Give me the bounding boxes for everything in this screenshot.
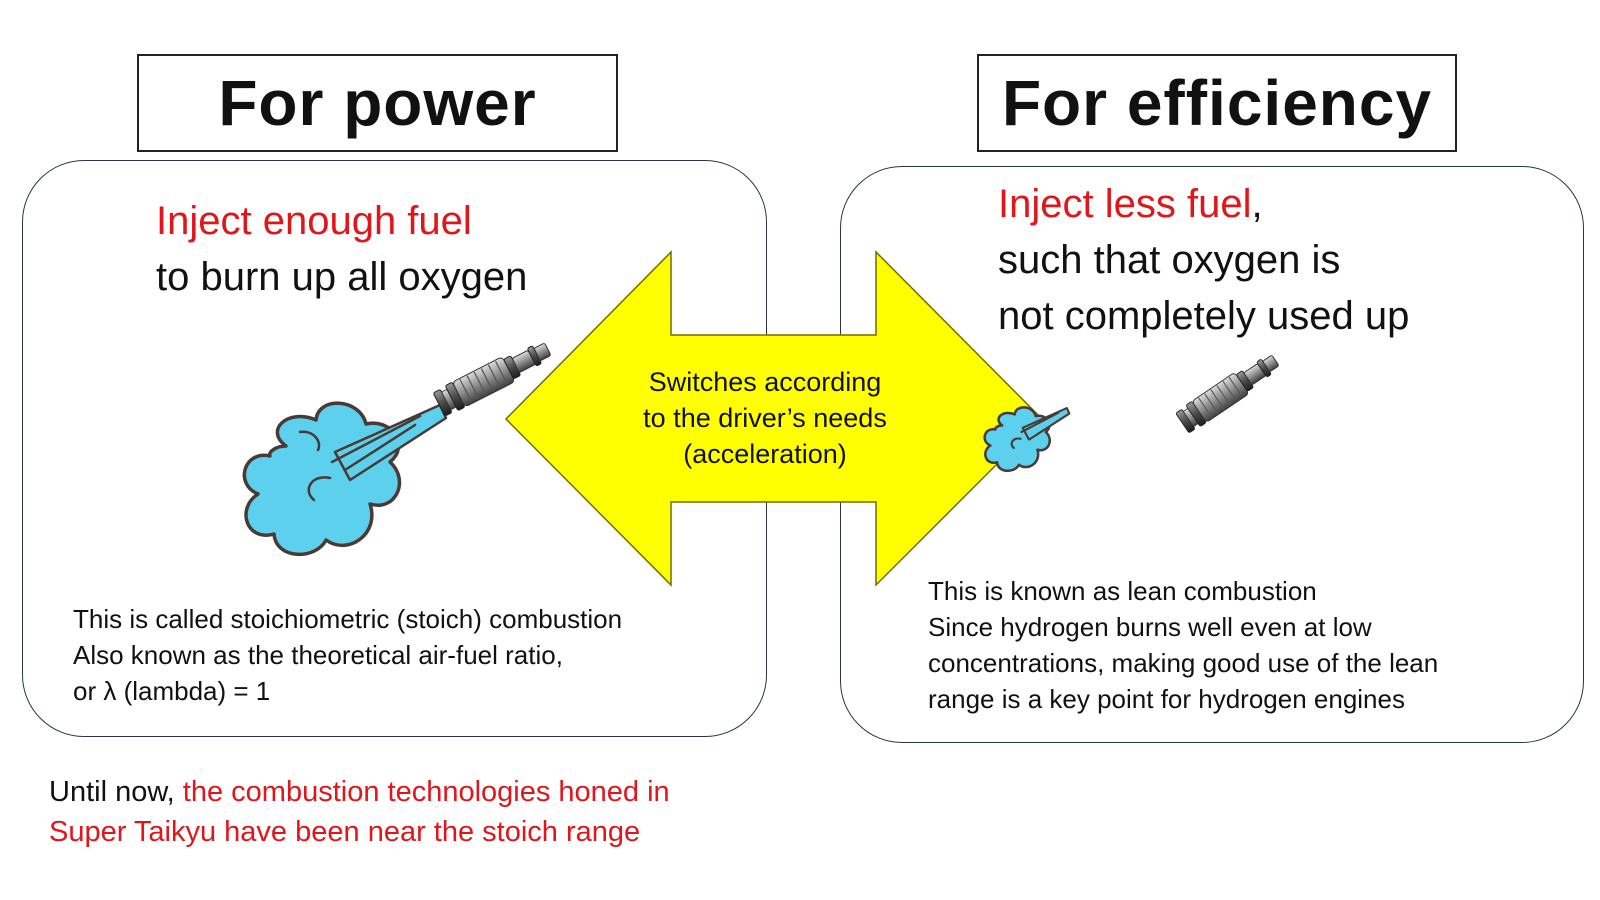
efficiency-headline-emphasis: Inject less fuel bbox=[998, 182, 1252, 226]
power-headline-emphasis: Inject enough fuel bbox=[156, 199, 472, 243]
stoich-note-line: This is called stoichiometric (stoich) c… bbox=[73, 604, 623, 634]
arrow-label-line: Switches according bbox=[648, 367, 882, 397]
lean-note-line: concentrations, making good use of the l… bbox=[928, 648, 1439, 678]
power-heading-box: For power bbox=[137, 54, 618, 152]
fuel-spray-cloud-icon bbox=[983, 406, 1071, 473]
footer-note-lead: Until now, bbox=[49, 776, 175, 808]
efficiency-headline-line: such that oxygen is bbox=[998, 238, 1341, 282]
fuel-spray-cloud-icon bbox=[242, 401, 448, 556]
footer-note-emphasis: the combustion technologies honed in bbox=[174, 776, 670, 808]
lean-note-line: This is known as lean combustion bbox=[928, 576, 1317, 606]
footer-note-emphasis: Super Taikyu have been near the stoich r… bbox=[49, 816, 641, 848]
efficiency-headline-line: not completely used up bbox=[998, 294, 1410, 338]
stoich-note: This is called stoichiometric (stoich) c… bbox=[73, 601, 622, 709]
lean-note-line: Since hydrogen burns well even at low bbox=[928, 612, 1372, 642]
fuel-injector-icon bbox=[1174, 349, 1284, 435]
efficiency-heading: For efficiency bbox=[1001, 67, 1433, 139]
power-heading: For power bbox=[218, 67, 537, 139]
arrow-label: Switches according to the driver’s needs… bbox=[560, 364, 970, 472]
power-headline: Inject enough fuel to burn up all oxygen bbox=[156, 193, 527, 305]
arrow-label-line: (acceleration) bbox=[683, 439, 847, 469]
efficiency-headline: Inject less fuel, such that oxygen is no… bbox=[998, 176, 1409, 344]
power-headline-rest: to burn up all oxygen bbox=[156, 255, 528, 299]
lean-note: This is known as lean combustion Since h… bbox=[928, 573, 1438, 717]
arrow-label-line: to the driver’s needs bbox=[643, 403, 887, 433]
lean-note-line: range is a key point for hydrogen engine… bbox=[928, 684, 1405, 714]
efficiency-headline-comma: , bbox=[1251, 182, 1263, 226]
stoich-note-line: Also known as the theoretical air-fuel r… bbox=[73, 640, 563, 670]
stoich-note-line: or λ (lambda) = 1 bbox=[73, 676, 271, 706]
footer-note: Until now, the combustion technologies h… bbox=[49, 772, 670, 852]
efficiency-heading-box: For efficiency bbox=[977, 54, 1457, 152]
